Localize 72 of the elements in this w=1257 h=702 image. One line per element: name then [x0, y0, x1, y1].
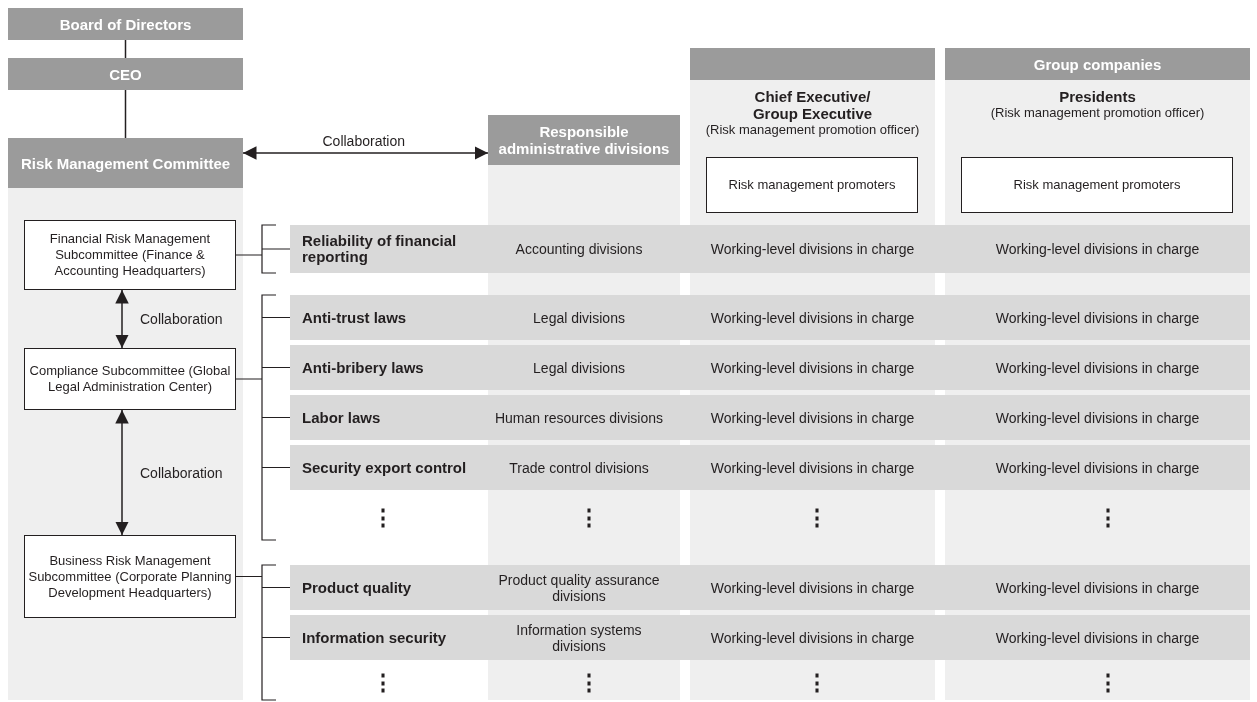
cell-text: Legal divisions [532, 358, 626, 378]
row-heading: Reliability of financial reporting [301, 231, 458, 267]
connector-line [124, 39, 127, 59]
cell-text: Working-level divisions in charge [994, 578, 1201, 598]
header-bar: Group companies [945, 48, 1250, 80]
ellipsis-mark: ⋮ [1097, 505, 1119, 531]
cell-text: Human resources divisions [493, 408, 665, 428]
officer-title: Chief Executive/ Group Executive [751, 88, 874, 122]
subcommittee-box: Compliance Subcommittee (Global Legal Administration Center) [24, 348, 236, 410]
promoter-box: Risk management promoters [706, 157, 918, 213]
row-heading: Anti-trust laws [301, 307, 408, 328]
officer-title: Presidents [1058, 88, 1137, 105]
row-band [290, 565, 1250, 610]
edge-label: Collaboration [138, 311, 225, 327]
cell-text: Working-level divisions in charge [994, 408, 1201, 428]
cell-text: Working-level divisions in charge [709, 358, 916, 378]
ellipsis-mark: ⋮ [578, 670, 600, 696]
cell-text: Working-level divisions in charge [994, 458, 1201, 478]
bracket-connector [235, 224, 291, 274]
column-panel [690, 80, 935, 225]
connector-line [124, 89, 127, 139]
cell-text: Working-level divisions in charge [709, 308, 916, 328]
bracket-connector [235, 564, 291, 701]
ellipsis-mark: ⋮ [1097, 670, 1119, 696]
cell-text: Legal divisions [532, 308, 626, 328]
row-band [290, 225, 1250, 273]
cell-text: Trade control divisions [508, 458, 650, 478]
ellipsis-mark: ⋮ [578, 505, 600, 531]
cell-text: Working-level divisions in charge [994, 358, 1201, 378]
edge-label: Collaboration [320, 133, 407, 149]
row-heading: Anti-bribery laws [301, 357, 425, 378]
bracket-connector [235, 294, 291, 541]
double-arrow [115, 409, 129, 536]
row-band [290, 395, 1250, 440]
subcommittee-box: Financial Risk Management Subcommittee (Finance & Accounting Headquarters) [24, 220, 236, 290]
cell-text: Accounting divisions [514, 240, 644, 259]
row-band [290, 345, 1250, 390]
title-bar: Board of Directors [8, 8, 243, 40]
cell-text: Product quality assurance divisions [497, 570, 661, 606]
column-panel [488, 115, 680, 225]
title-bar: CEO [8, 58, 243, 90]
ellipsis-mark: ⋮ [806, 670, 828, 696]
cell-text: Working-level divisions in charge [709, 458, 916, 478]
cell-text: Working-level divisions in charge [709, 240, 916, 259]
row-band [290, 615, 1250, 660]
header-text: Risk Management Committee [8, 138, 243, 188]
row-band [290, 445, 1250, 490]
committee-panel [8, 138, 243, 700]
row-heading: Information security [301, 627, 448, 648]
officer-note: (Risk management promotion officer) [705, 122, 920, 137]
cell-text: Working-level divisions in charge [994, 308, 1201, 328]
row-heading: Labor laws [301, 407, 382, 428]
promoter-box: Risk management promoters [961, 157, 1233, 213]
cell-text: Working-level divisions in charge [994, 240, 1201, 259]
row-band [290, 295, 1250, 340]
officer-note: (Risk management promotion officer) [990, 105, 1205, 120]
column-panel [945, 80, 1250, 225]
subcommittee-box: Business Risk Management Subcommittee (Corporate Planning Development Headquarters) [24, 535, 236, 618]
cell-text: Information systems divisions [515, 620, 643, 656]
ellipsis-mark: ⋮ [372, 505, 394, 531]
cell-text: Working-level divisions in charge [994, 628, 1201, 648]
row-heading: Product quality [301, 577, 413, 598]
cell-text: Working-level divisions in charge [709, 408, 916, 428]
double-arrow [115, 289, 129, 349]
header-text: Responsible administrative divisions [488, 115, 680, 165]
double-arrow [242, 146, 489, 160]
row-heading: Security export control [301, 457, 468, 478]
ellipsis-mark: ⋮ [372, 670, 394, 696]
header-bar [690, 48, 935, 80]
ellipsis-mark: ⋮ [806, 505, 828, 531]
cell-text: Working-level divisions in charge [709, 578, 916, 598]
cell-text: Working-level divisions in charge [709, 628, 916, 648]
